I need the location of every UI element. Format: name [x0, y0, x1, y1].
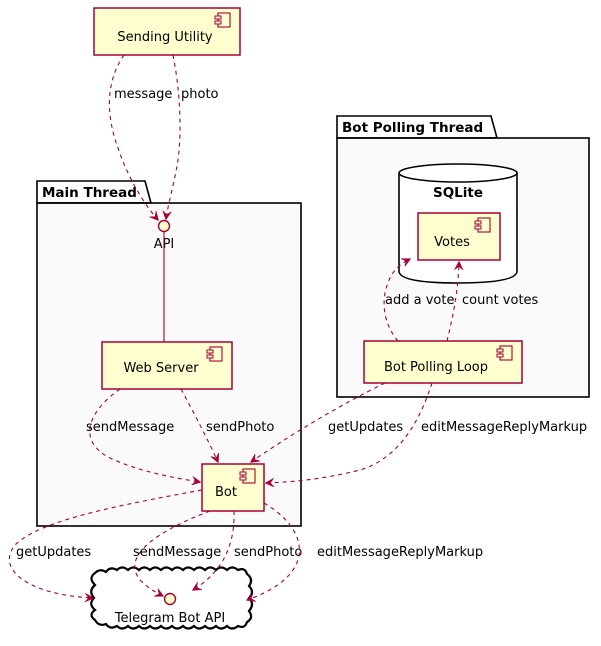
edge-message [108, 54, 158, 220]
edge-bot-edit-markup-label: editMessageReplyMarkup [317, 545, 483, 560]
edge-loop-edit-markup-label: editMessageReplyMarkup [421, 420, 587, 435]
edge-loop-get-updates-label: getUpdates [328, 420, 403, 435]
component-bot: Bot [201, 463, 265, 512]
cloud-telegram-bot-api: Telegram Bot API [90, 566, 254, 630]
edge-bot-send-message [134, 510, 211, 596]
component-web-server-label: Web Server [123, 361, 199, 376]
edge-photo-label: photo [181, 87, 219, 102]
edge-message-label: message [114, 87, 172, 102]
database-sqlite-label: SQLite [433, 185, 483, 201]
edge-bot-send-photo [193, 510, 235, 590]
component-bot-label: Bot [215, 485, 237, 500]
component-bot-polling-loop: Bot Polling Loop [363, 340, 523, 384]
component-votes: Votes [417, 212, 501, 261]
edge-ws-send-message [89, 388, 200, 482]
component-sending-utility: Sending Utility [93, 7, 241, 56]
edge-bot-get-updates-label: getUpdates [16, 545, 91, 560]
edge-bot-send-message-label: sendMessage [133, 545, 221, 560]
telegram-api-interface-icon [163, 592, 177, 606]
edge-ws-send-photo [180, 388, 218, 462]
component-web-server: Web Server [101, 341, 233, 390]
edge-bot-edit-markup [247, 502, 300, 600]
edge-ws-send-message-label: sendMessage [86, 420, 174, 435]
edge-add-a-vote [383, 259, 410, 342]
package-main-thread-label: Main Thread [42, 185, 137, 201]
component-bot-polling-loop-label: Bot Polling Loop [384, 360, 488, 375]
edge-add-a-vote-label: add a vote [385, 293, 454, 308]
edge-loop-get-updates [251, 382, 386, 462]
package-bot-polling-thread-label: Bot Polling Thread [342, 120, 483, 136]
edge-bot-get-updates [8, 489, 203, 598]
component-sending-utility-label: Sending Utility [117, 30, 213, 45]
edge-loop-edit-markup [266, 382, 433, 483]
edge-bot-send-photo-label: sendPhoto [234, 545, 302, 560]
edge-photo [166, 54, 181, 219]
edge-count-votes [446, 262, 459, 342]
component-votes-label: Votes [434, 235, 470, 250]
edge-count-votes-label: count votes [462, 293, 539, 308]
cloud-telegram-bot-api-label: Telegram Bot API [114, 611, 225, 626]
api-interface-icon [157, 219, 171, 233]
edge-ws-send-photo-label: sendPhoto [206, 420, 274, 435]
